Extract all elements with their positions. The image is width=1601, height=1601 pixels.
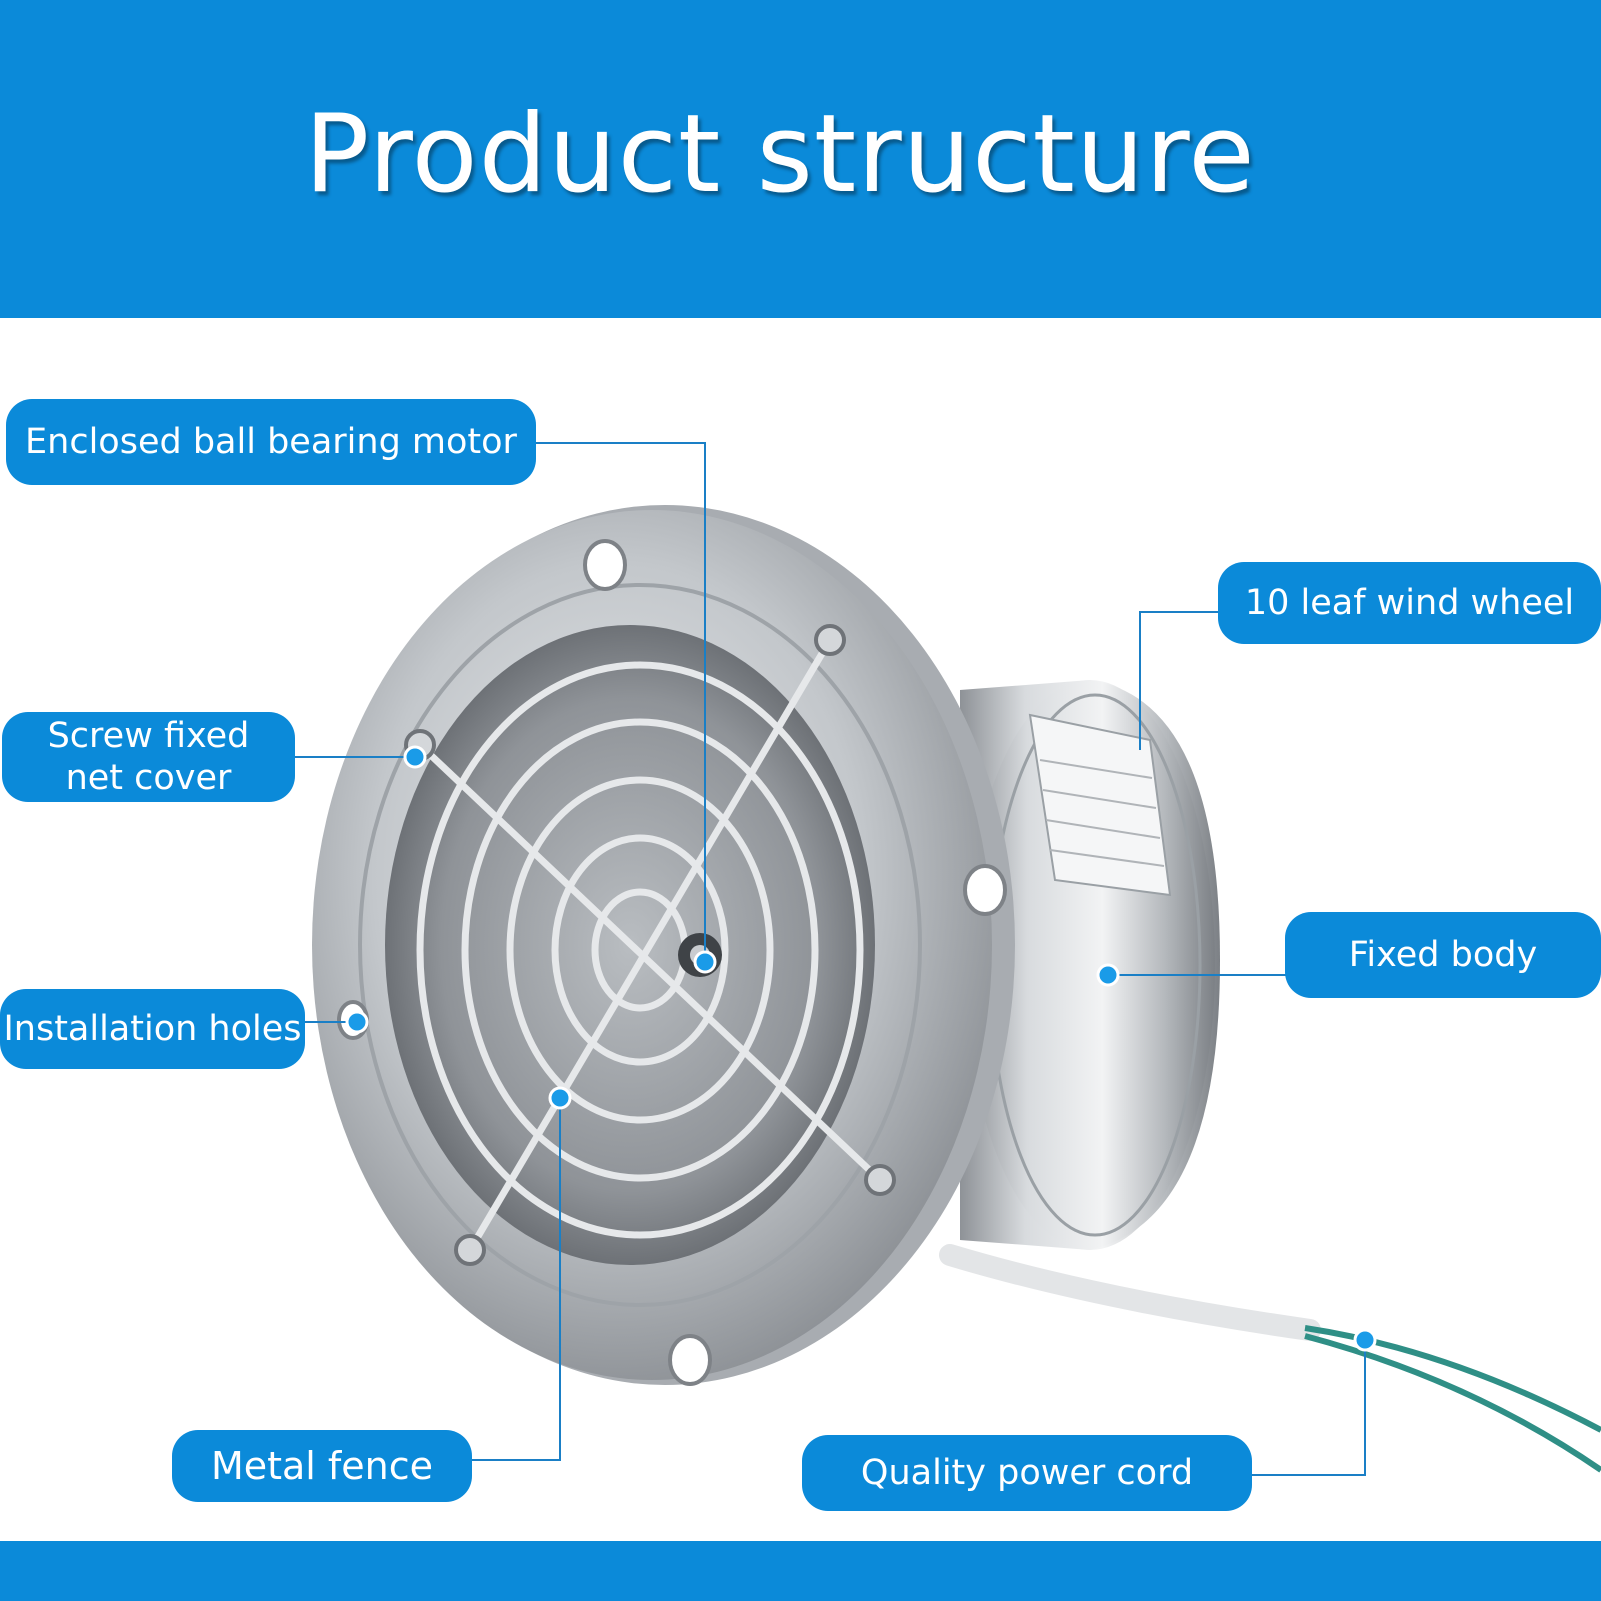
label-screw-net-cover: Screw fixed net cover <box>2 712 295 802</box>
power-cord <box>939 1244 1601 1473</box>
label-installation-holes: Installation holes <box>0 989 305 1069</box>
label-text: Fixed body <box>1348 935 1538 975</box>
label-text: Installation holes <box>3 1009 302 1049</box>
label-enclosed-motor: Enclosed ball bearing motor <box>6 399 536 485</box>
label-text: Screw fixed net cover <box>47 716 250 798</box>
footer-bar <box>0 1541 1601 1601</box>
label-wind-wheel: 10 leaf wind wheel <box>1218 562 1601 644</box>
label-fixed-body: Fixed body <box>1285 912 1601 998</box>
leader-dots <box>345 745 1377 1352</box>
metal-fence-grille <box>416 638 883 1252</box>
leader-lines <box>293 442 1366 1476</box>
label-text: Enclosed ball bearing motor <box>25 422 517 462</box>
label-text: Quality power cord <box>860 1453 1194 1493</box>
header-banner: Product structure <box>0 0 1601 318</box>
spec-sticker <box>1028 713 1172 897</box>
label-text: Metal fence <box>210 1444 434 1488</box>
grille-screws <box>404 624 896 1266</box>
page-title: Product structure <box>304 92 1256 217</box>
label-power-cord: Quality power cord <box>802 1435 1252 1511</box>
label-metal-fence: Metal fence <box>172 1430 472 1502</box>
label-text: 10 leaf wind wheel <box>1244 583 1575 623</box>
